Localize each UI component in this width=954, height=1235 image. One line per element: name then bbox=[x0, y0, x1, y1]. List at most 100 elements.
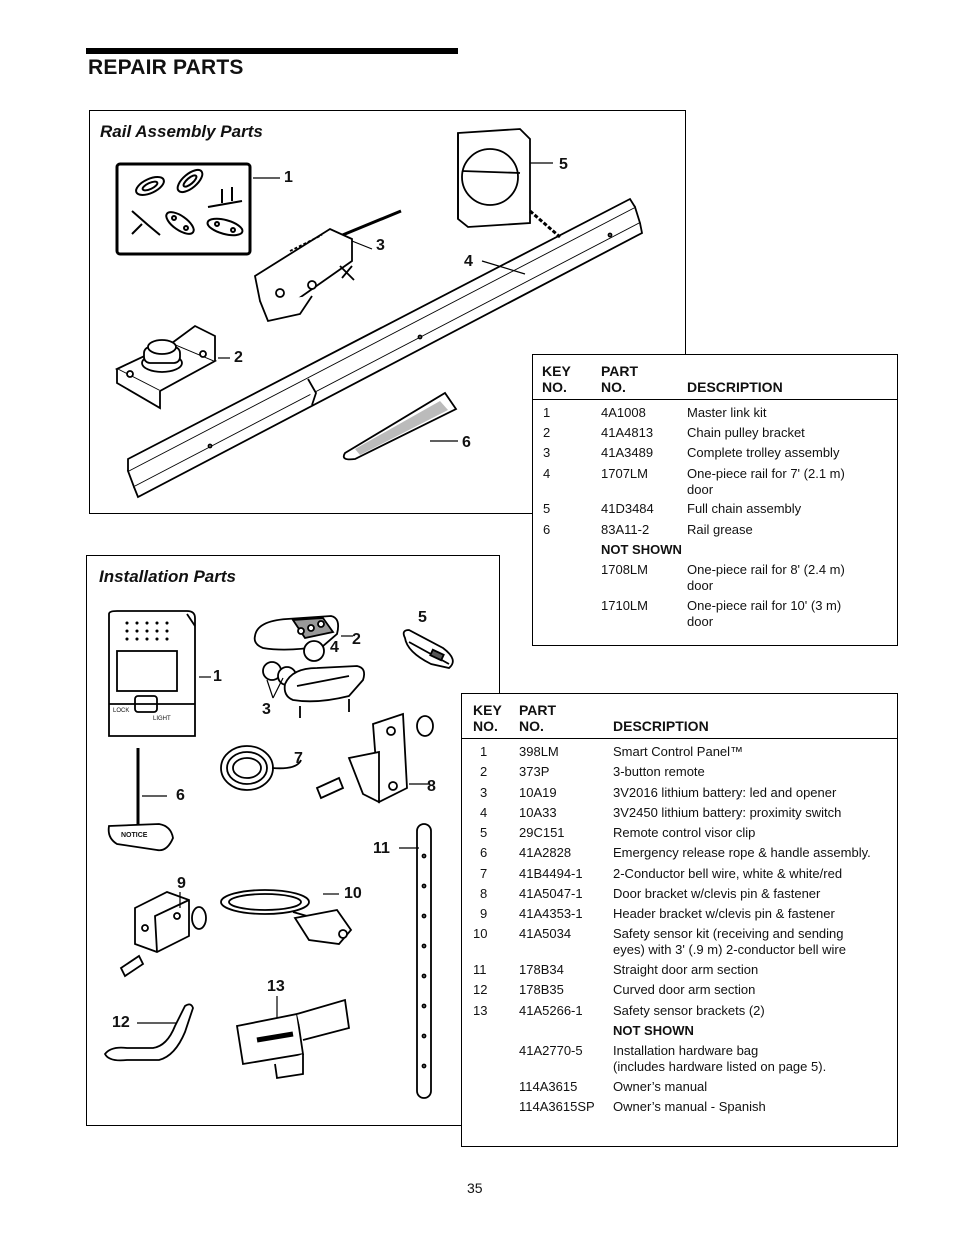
remote-drawing bbox=[253, 615, 366, 718]
install-row5-desc: Remote control visor clip bbox=[613, 825, 756, 840]
panel-light-label: LIGHT bbox=[153, 716, 171, 722]
rail-row6-part: 83A11-2 bbox=[601, 522, 650, 537]
chain-assembly-drawing bbox=[457, 128, 561, 239]
install-row7-key: 7 bbox=[480, 866, 488, 881]
install-header-key-2: NO. bbox=[473, 718, 498, 734]
rail-row4-part: 1707LM bbox=[601, 466, 648, 481]
install-row2-key: 2 bbox=[480, 764, 488, 779]
rail-row5-desc: Full chain assembly bbox=[687, 501, 802, 516]
install-callout-7: 7 bbox=[294, 750, 303, 767]
install-callout-13: 13 bbox=[267, 978, 285, 995]
install-row10-desc-2: eyes) with 3' (.9 m) 2-conductor bell wi… bbox=[613, 942, 846, 957]
installation-panel: Installation Parts bbox=[86, 555, 500, 1126]
install-header-desc: DESCRIPTION bbox=[613, 718, 709, 734]
install-ns3-part: 114A3615SP bbox=[519, 1099, 595, 1114]
install-callout-4: 4 bbox=[330, 639, 339, 656]
install-callout-6: 6 bbox=[176, 787, 185, 804]
notice-label: NOTICE bbox=[121, 832, 148, 839]
install-row4-part: 10A33 bbox=[519, 805, 557, 820]
rail-row2-part: 41A4813 bbox=[601, 425, 654, 440]
install-row13-key: 13 bbox=[473, 1003, 488, 1018]
rail-ns2-desc-2: door bbox=[687, 614, 714, 629]
rail-callout-2: 2 bbox=[234, 349, 243, 366]
install-table-header: KEY NO. PART NO. DESCRIPTION bbox=[462, 694, 897, 739]
install-row13-part: 41A5266-1 bbox=[519, 1003, 583, 1018]
install-row9-key: 9 bbox=[480, 906, 488, 921]
rail-drawing bbox=[126, 197, 644, 499]
install-row11-key: 11 bbox=[473, 962, 487, 977]
rail-row5-part: 41D3484 bbox=[601, 501, 654, 516]
install-row1-part: 398LM bbox=[519, 744, 559, 759]
install-row10-desc: Safety sensor kit (receiving and sending bbox=[613, 926, 844, 941]
rail-row5-key: 5 bbox=[543, 501, 551, 516]
install-row10-part: 41A5034 bbox=[519, 926, 572, 941]
rail-callout-5: 5 bbox=[559, 156, 568, 173]
rail-ns1-desc-2: door bbox=[687, 578, 714, 593]
install-row5-part: 29C151 bbox=[519, 825, 565, 840]
install-row10-key: 10 bbox=[473, 926, 488, 941]
install-row2-desc: 3-button remote bbox=[613, 764, 705, 779]
install-ns2-part: 114A3615 bbox=[519, 1079, 578, 1094]
install-ns1-desc-2: (includes hardware listed on page 5). bbox=[613, 1059, 827, 1074]
rail-ns2-desc: One-piece rail for 10' (3 m) bbox=[687, 598, 842, 613]
install-row8-key: 8 bbox=[480, 886, 488, 901]
rail-row3-part: 41A3489 bbox=[601, 445, 654, 460]
install-row6-part: 41A2828 bbox=[519, 845, 572, 860]
install-callout-2: 2 bbox=[352, 631, 361, 648]
install-row1-desc: Smart Control Panel™ bbox=[613, 744, 744, 759]
install-row12-desc: Curved door arm section bbox=[613, 982, 756, 997]
straight-arm-drawing bbox=[416, 823, 432, 1099]
install-row6-desc: Emergency release rope & handle assembly… bbox=[613, 845, 871, 860]
install-callout-5: 5 bbox=[418, 609, 427, 626]
install-row13-desc: Safety sensor brackets (2) bbox=[613, 1003, 765, 1018]
rail-header-key-1: KEY bbox=[542, 363, 571, 379]
rail-row2-desc: Chain pulley bracket bbox=[687, 425, 805, 440]
control-panel-drawing bbox=[108, 610, 196, 737]
rail-row1-desc: Master link kit bbox=[687, 405, 767, 420]
rail-assembly-illustration bbox=[114, 128, 644, 499]
rail-row2-key: 2 bbox=[543, 425, 551, 440]
install-callout-1: 1 bbox=[213, 668, 222, 685]
rail-grease-drawing bbox=[342, 391, 458, 461]
rail-callout-3: 3 bbox=[376, 237, 385, 254]
trolley-assembly-drawing bbox=[253, 209, 402, 323]
install-row11-desc: Straight door arm section bbox=[613, 962, 759, 977]
rail-ns1-desc: One-piece rail for 8' (2.4 m) bbox=[687, 562, 845, 577]
rail-table-header: KEY NO. PART NO. DESCRIPTION bbox=[533, 355, 897, 400]
master-link-kit-drawing bbox=[115, 162, 252, 256]
rail-header-part-2: NO. bbox=[601, 379, 626, 395]
rail-not-shown-text: NOT SHOWN bbox=[601, 542, 682, 557]
rail-header-part-1: PART bbox=[601, 363, 639, 379]
rail-row1-part: 4A1008 bbox=[601, 405, 646, 420]
install-header-part-2: NO. bbox=[519, 718, 544, 734]
install-header-key-1: KEY bbox=[473, 702, 502, 718]
rail-row4-desc: One-piece rail for 7' (2.1 m) bbox=[687, 466, 845, 481]
rail-parts-table: KEY NO. PART NO. DESCRIPTION 1 4A1008 Ma… bbox=[532, 354, 898, 646]
installation-parts-table: KEY NO. PART NO. DESCRIPTION 1 398LM Sma… bbox=[461, 693, 898, 1147]
release-rope-drawing bbox=[107, 748, 174, 852]
page-title: REPAIR PARTS bbox=[88, 56, 244, 79]
install-row8-part: 41A5047-1 bbox=[519, 886, 583, 901]
install-callout-10: 10 bbox=[344, 885, 362, 902]
install-row9-part: 41A4353-1 bbox=[519, 906, 583, 921]
install-callout-11: 11 bbox=[373, 840, 390, 857]
install-row11-part: 178B34 bbox=[519, 962, 564, 977]
install-row6-key: 6 bbox=[480, 845, 488, 860]
install-row2-part: 373P bbox=[519, 764, 550, 779]
install-callout-12: 12 bbox=[112, 1014, 130, 1031]
installation-title: Installation Parts bbox=[99, 567, 236, 586]
title-rule bbox=[86, 48, 458, 54]
rail-row6-desc: Rail grease bbox=[687, 522, 753, 537]
rail-header-desc: DESCRIPTION bbox=[687, 379, 783, 395]
install-callout-3: 3 bbox=[262, 701, 271, 718]
install-callout-9: 9 bbox=[177, 875, 186, 892]
install-row3-part: 10A19 bbox=[519, 785, 557, 800]
install-not-shown-text: NOT SHOWN bbox=[613, 1023, 694, 1038]
chain-pulley-bracket-drawing bbox=[114, 324, 218, 410]
install-row5-key: 5 bbox=[480, 825, 488, 840]
safety-sensor-drawing bbox=[220, 889, 353, 945]
install-row9-desc: Header bracket w/clevis pin & fastener bbox=[613, 906, 835, 921]
install-row3-desc: 3V2016 lithium battery: led and opener bbox=[613, 785, 837, 800]
install-row3-key: 3 bbox=[480, 785, 488, 800]
rail-row4-key: 4 bbox=[543, 466, 551, 481]
